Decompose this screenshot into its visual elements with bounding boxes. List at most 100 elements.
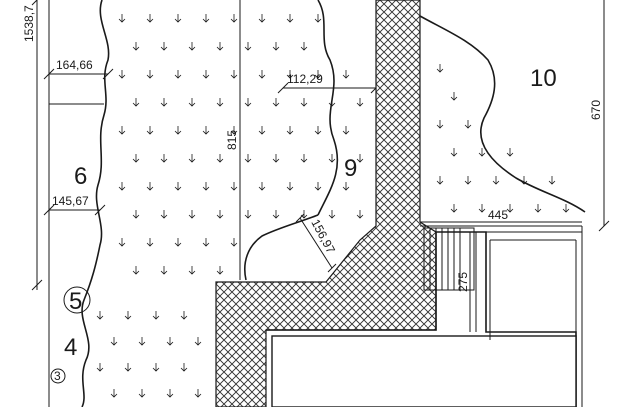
- planting-mark: [286, 182, 294, 191]
- dim-label-145: 145,67: [52, 194, 89, 208]
- planting-mark: [202, 70, 210, 79]
- planting-mark: [300, 42, 308, 51]
- planting-mark: [152, 311, 160, 320]
- planting-mark: [124, 311, 132, 320]
- planting-marks: [96, 14, 570, 398]
- planting-mark: [328, 154, 336, 163]
- planting-mark: [146, 238, 154, 247]
- area-label-6: 6: [74, 163, 87, 190]
- dim-label-670: 670: [589, 100, 603, 120]
- planting-mark: [96, 311, 104, 320]
- planting-mark: [342, 70, 350, 79]
- planting-bed-10-edge: [419, 15, 586, 213]
- planting-mark: [118, 70, 126, 79]
- planting-mark: [180, 363, 188, 372]
- planting-mark: [492, 176, 500, 185]
- planting-mark: [272, 98, 280, 107]
- dim-label-1538: 1538,7: [22, 5, 36, 42]
- planting-mark: [216, 98, 224, 107]
- dim-label-275: 275: [456, 272, 470, 292]
- planting-mark: [258, 14, 266, 23]
- planting-mark: [464, 176, 472, 185]
- area-label-9: 9: [344, 155, 357, 182]
- planting-mark: [286, 126, 294, 135]
- area-label-5: 5: [69, 288, 82, 315]
- planting-mark: [174, 126, 182, 135]
- planting-mark: [244, 210, 252, 219]
- planting-mark: [478, 204, 486, 213]
- planting-mark: [230, 238, 238, 247]
- building-core: [271, 335, 577, 407]
- planting-mark: [118, 182, 126, 191]
- planting-mark: [118, 126, 126, 135]
- planting-mark: [230, 126, 238, 135]
- planting-mark: [174, 70, 182, 79]
- planting-mark: [450, 92, 458, 101]
- stairs: [423, 227, 475, 291]
- planting-mark: [258, 70, 266, 79]
- planting-mark: [244, 154, 252, 163]
- area-label-5-circle: [63, 286, 91, 314]
- planting-mark: [132, 42, 140, 51]
- dim-label-112: 112,29: [287, 72, 323, 86]
- planting-mark: [146, 126, 154, 135]
- area-label-3-circle: [50, 368, 66, 384]
- planting-mark: [506, 148, 514, 157]
- planting-mark: [124, 363, 132, 372]
- planting-mark: [272, 42, 280, 51]
- planting-mark: [146, 182, 154, 191]
- planting-mark: [230, 70, 238, 79]
- planting-mark: [202, 14, 210, 23]
- planting-mark: [314, 70, 322, 79]
- planting-mark: [314, 126, 322, 135]
- planting-mark: [216, 266, 224, 275]
- planting-mark: [132, 154, 140, 163]
- planting-mark: [328, 210, 336, 219]
- planting-mark: [356, 210, 364, 219]
- planting-mark: [450, 148, 458, 157]
- planting-mark: [138, 337, 146, 346]
- dimension-112: 112,29: [277, 72, 382, 94]
- planting-mark: [478, 148, 486, 157]
- planting-mark: [110, 337, 118, 346]
- planting-mark: [174, 238, 182, 247]
- planting-mark: [328, 98, 336, 107]
- planting-mark: [110, 389, 118, 398]
- planting-mark: [342, 182, 350, 191]
- area-label-3: 3: [54, 369, 61, 383]
- planting-mark: [152, 363, 160, 372]
- dimension-145: 145,67: [43, 194, 106, 216]
- dimension-275: 275: [456, 232, 471, 332]
- planting-mark: [300, 210, 308, 219]
- planting-mark: [118, 238, 126, 247]
- dimension-156: 156,97: [295, 213, 338, 273]
- planting-mark: [230, 182, 238, 191]
- planting-mark: [202, 182, 210, 191]
- planting-mark: [188, 210, 196, 219]
- planting-mark: [356, 98, 364, 107]
- planting-mark: [314, 14, 322, 23]
- dim-label-156: 156,97: [308, 217, 338, 256]
- planting-mark: [314, 182, 322, 191]
- planting-mark: [562, 204, 570, 213]
- planting-mark: [506, 204, 514, 213]
- planting-mark: [450, 204, 458, 213]
- planting-mark: [166, 337, 174, 346]
- planting-mark: [194, 389, 202, 398]
- dim-label-164: 164,66: [56, 58, 93, 72]
- planting-mark: [166, 389, 174, 398]
- area-label-10: 10: [530, 65, 557, 92]
- planting-mark: [174, 182, 182, 191]
- planting-mark: [194, 337, 202, 346]
- planting-mark: [118, 14, 126, 23]
- planting-mark: [244, 42, 252, 51]
- planting-bed-right-edge: [317, 0, 339, 216]
- planting-mark: [534, 204, 542, 213]
- planting-mark: [132, 98, 140, 107]
- planting-mark: [230, 14, 238, 23]
- planting-mark: [244, 98, 252, 107]
- planting-mark: [300, 98, 308, 107]
- dim-label-445: 445: [488, 208, 508, 222]
- planting-mark: [436, 176, 444, 185]
